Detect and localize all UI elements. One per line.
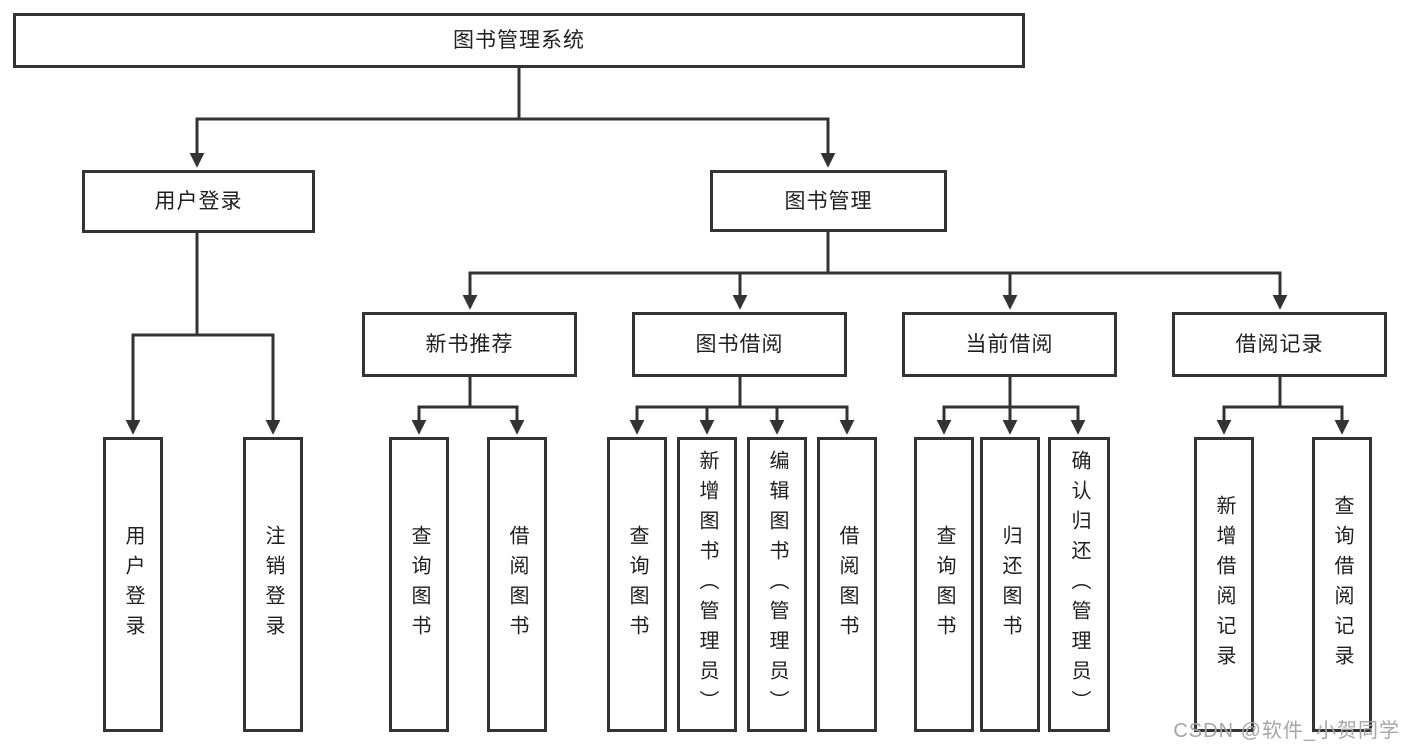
leaf-user-login: 用户登录 bbox=[103, 437, 163, 732]
leaf-return-book: 归还图书 bbox=[980, 437, 1040, 732]
leaf-user-login-label: 用户登录 bbox=[122, 524, 144, 645]
leaf-confirm-return-admin: 确认归还（管理员） bbox=[1048, 437, 1110, 732]
leaf-query-book-2: 查询图书 bbox=[607, 437, 667, 732]
leaf-query-book-1: 查询图书 bbox=[389, 437, 449, 732]
leaf-query-book-2-label: 查询图书 bbox=[626, 524, 648, 645]
node-borrow-record-label: 借阅记录 bbox=[1235, 333, 1324, 356]
leaf-confirm-return-admin-label: 确认归还（管理员） bbox=[1068, 449, 1090, 720]
leaf-logout: 注销登录 bbox=[243, 437, 303, 732]
node-book-management-label: 图书管理 bbox=[784, 189, 873, 213]
node-current-borrow: 当前借阅 bbox=[902, 312, 1117, 377]
node-user-login-label: 用户登录 bbox=[154, 190, 243, 213]
node-root-label: 图书管理系统 bbox=[453, 29, 585, 52]
leaf-borrow-book-1-label: 借阅图书 bbox=[506, 524, 528, 645]
node-new-book-recommend-label: 新书推荐 bbox=[425, 333, 514, 356]
wire-root-bar bbox=[195, 66, 830, 121]
node-book-borrow: 图书借阅 bbox=[632, 312, 847, 377]
node-user-login: 用户登录 bbox=[82, 170, 315, 233]
leaf-add-borrow-record-label: 新增借阅记录 bbox=[1213, 494, 1235, 675]
leaf-borrow-book-1: 借阅图书 bbox=[487, 437, 547, 732]
leaf-query-book-3-label: 查询图书 bbox=[933, 524, 955, 645]
leaf-query-borrow-record-label: 查询借阅记录 bbox=[1331, 494, 1353, 675]
node-borrow-record: 借阅记录 bbox=[1172, 312, 1387, 377]
wire-user-login-bar bbox=[131, 231, 275, 337]
node-book-borrow-label: 图书借阅 bbox=[695, 333, 784, 356]
node-root: 图书管理系统 bbox=[13, 13, 1025, 68]
leaf-return-book-label: 归还图书 bbox=[999, 524, 1021, 645]
node-book-management: 图书管理 bbox=[710, 170, 947, 232]
leaf-query-book-3: 查询图书 bbox=[914, 437, 974, 732]
leaf-query-borrow-record: 查询借阅记录 bbox=[1312, 437, 1372, 732]
node-current-borrow-label: 当前借阅 bbox=[965, 333, 1054, 356]
leaf-edit-book-admin-label: 编辑图书（管理员） bbox=[766, 449, 788, 720]
leaf-borrow-book-2-label: 借阅图书 bbox=[836, 524, 858, 645]
wire-book-borrow-bar bbox=[635, 375, 849, 409]
leaf-edit-book-admin: 编辑图书（管理员） bbox=[747, 437, 807, 732]
leaf-add-book-admin-label: 新增图书（管理员） bbox=[696, 449, 718, 720]
leaf-add-book-admin: 新增图书（管理员） bbox=[677, 437, 737, 732]
leaf-logout-label: 注销登录 bbox=[262, 524, 284, 645]
leaf-borrow-book-2: 借阅图书 bbox=[817, 437, 877, 732]
wire-new-book-bar bbox=[417, 375, 519, 409]
wire-borrow-record-bar bbox=[1222, 375, 1344, 409]
watermark: CSDN @软件_小贺同学 bbox=[1173, 720, 1400, 742]
wire-current-borrow-bar bbox=[942, 375, 1080, 409]
leaf-query-book-1-label: 查询图书 bbox=[408, 524, 430, 645]
node-new-book-recommend: 新书推荐 bbox=[362, 312, 577, 377]
wire-book-management-bar bbox=[468, 230, 1282, 275]
leaf-add-borrow-record: 新增借阅记录 bbox=[1194, 437, 1254, 732]
